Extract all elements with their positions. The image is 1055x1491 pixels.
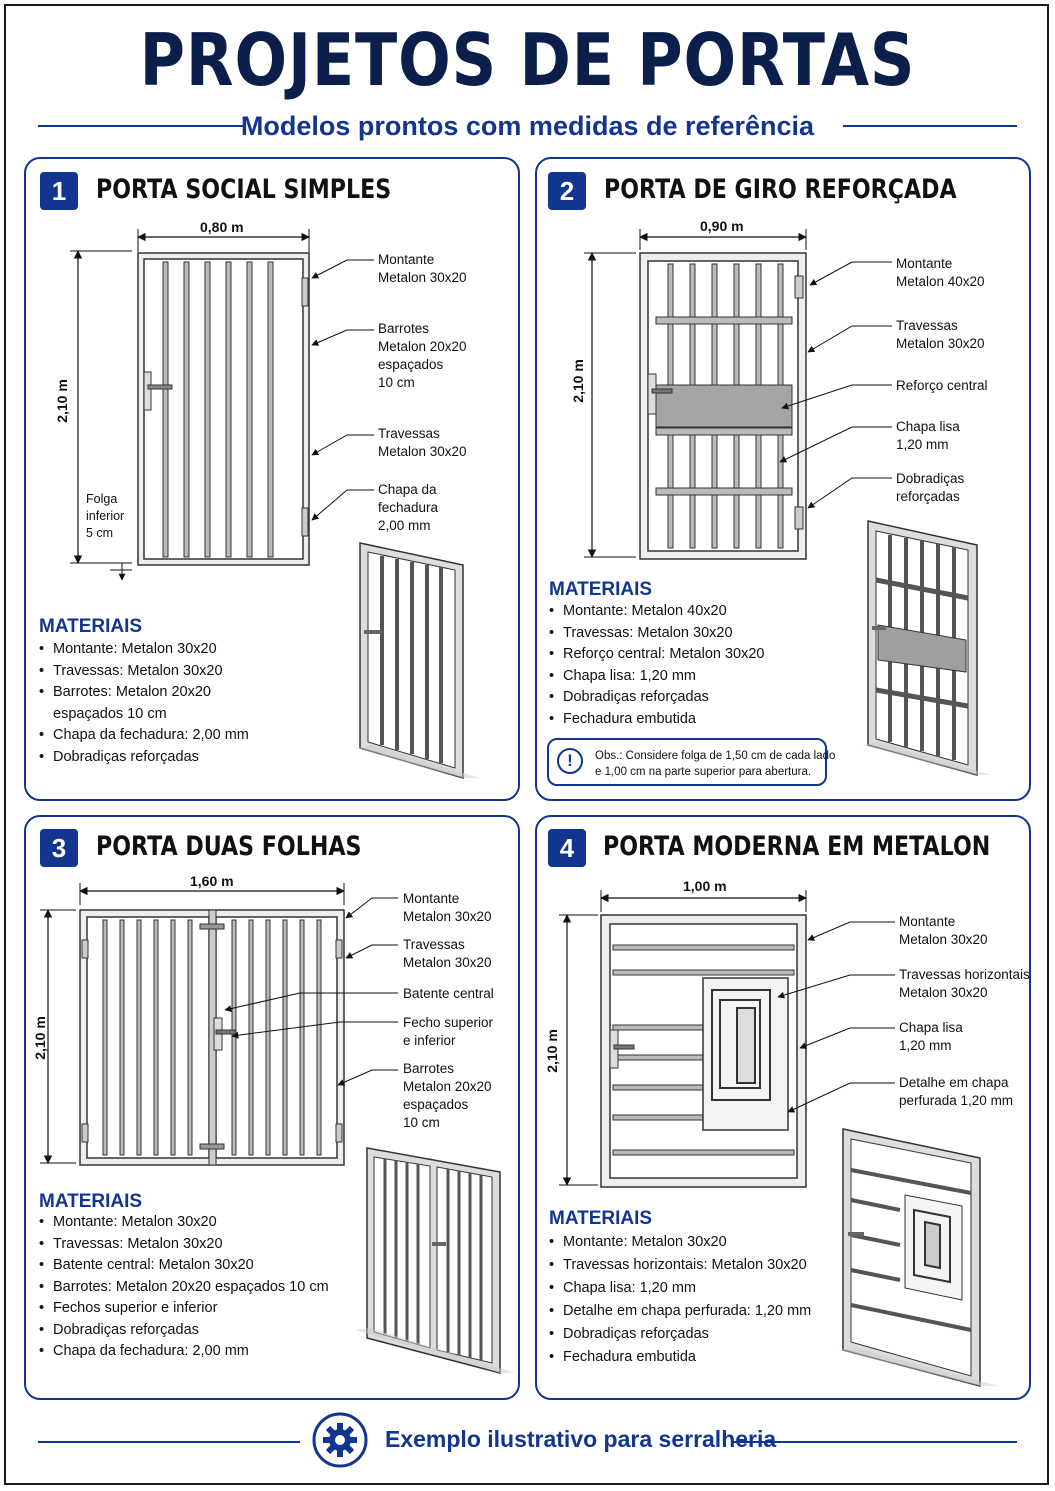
panel-1-number: 1 <box>40 172 78 210</box>
panel-4-callout-detalhe: Detalhe em chapa perfurada 1,20 mm <box>899 1075 1014 1108</box>
panel-3-height-label: 2,10 m <box>31 1016 48 1060</box>
panel-1-title: PORTA SOCIAL SIMPLES <box>96 174 392 205</box>
material-item: Travessas: Metalon 30x20 <box>549 623 765 645</box>
material-item: Dobradiças reforçadas <box>549 1323 811 1346</box>
panel-2-number: 2 <box>548 172 586 210</box>
panel-2-note-box: ! Obs.: Considere folga de 1,50 cm de ca… <box>547 738 835 786</box>
material-item: Chapa lisa: 1,20 mm <box>549 1277 811 1300</box>
panel-3-callout-travessas: Travessas Metalon 30x20 <box>403 937 492 970</box>
panel-1-gap-label: Folga inferior 5 cm <box>86 492 125 540</box>
panel-2-note-text: Obs.: Considere folga de 1,50 cm de cada… <box>595 750 836 778</box>
material-item: Batente central: Metalon 30x20 <box>39 1255 329 1277</box>
panel-4-number: 4 <box>548 829 586 867</box>
material-item: Fechadura embutida <box>549 709 765 731</box>
panel-4-callout-montante: Montante Metalon 30x20 <box>899 914 988 947</box>
material-item-continuation: espaçados 10 cm <box>53 705 167 722</box>
material-item: Dobradiças reforçadas <box>549 687 765 709</box>
panel-2-callout-reforco: Reforço central <box>896 378 988 393</box>
material-item: Travessas: Metalon 30x20 <box>39 661 249 683</box>
panel-3-door-drawing <box>40 883 515 1374</box>
subtitle-rule-right <box>843 125 1017 127</box>
material-item: Barrotes: Metalon 20x20 <box>39 682 249 704</box>
subtitle-rule-left <box>38 125 243 127</box>
panel-4-title: PORTA MODERNA EM METALON <box>603 831 991 862</box>
panel-4-height-label: 2,10 m <box>543 1029 560 1073</box>
footer-text: Exemplo ilustrativo para serralheria <box>385 1426 777 1452</box>
panel-4-materials-title: MATERIAIS <box>549 1208 653 1229</box>
panel-1-materials-title: MATERIAIS <box>39 616 143 637</box>
panel-3-callout-batente: Batente central <box>403 986 494 1001</box>
panel-2-callout-montante: Montante Metalon 40x20 <box>896 256 985 289</box>
panel-2-title: PORTA DE GIRO REFORÇADA <box>604 174 957 205</box>
panel-3-callout-barrotes: Barrotes Metalon 20x20 espaçados 10 cm <box>403 1061 492 1130</box>
panel-2-materials-list: Montante: Metalon 40x20 Travessas: Metal… <box>549 601 765 730</box>
footer-rule-left <box>38 1441 300 1443</box>
panel-1-callout-montante: Montante Metalon 30x20 <box>378 252 467 285</box>
panel-2-callout-chapa: Chapa lisa 1,20 mm <box>896 419 960 452</box>
material-item: Barrotes: Metalon 20x20 espaçados 10 cm <box>39 1277 329 1299</box>
material-item: Dobradiças reforçadas <box>39 747 249 769</box>
material-item: Travessas horizontais: Metalon 30x20 <box>549 1254 811 1277</box>
panel-3-callout-montante: Montante Metalon 30x20 <box>403 891 492 924</box>
gear-icon <box>312 1412 368 1468</box>
panel-1-door-drawing <box>70 229 480 779</box>
panel-1-callout-chapa: Chapa da fechadura 2,00 mm <box>378 482 439 533</box>
material-item: Chapa lisa: 1,20 mm <box>549 666 765 688</box>
panel-4-callout-travessas: Travessas horizontais Metalon 30x20 <box>899 967 1030 1000</box>
material-item: Fechos superior e inferior <box>39 1298 329 1320</box>
panel-3-number: 3 <box>40 829 78 867</box>
panel-3-callout-fecho: Fecho superior e inferior <box>403 1015 494 1048</box>
footer-rule-right <box>732 1441 1017 1443</box>
page-border <box>4 4 1049 1485</box>
panel-2-door-drawing <box>584 229 990 776</box>
material-item: Fechadura embutida <box>549 1346 811 1369</box>
material-item: Montante: Metalon 40x20 <box>549 601 765 623</box>
panel-1-width-label: 0,80 m <box>200 219 244 235</box>
page-title: PROJETOS DE PORTAS <box>139 18 916 102</box>
material-item: Chapa da fechadura: 2,00 mm <box>39 1341 329 1363</box>
material-item: Reforço central: Metalon 30x20 <box>549 644 765 666</box>
warning-icon: ! <box>557 748 583 774</box>
panel-3-width-label: 1,60 m <box>190 873 234 889</box>
material-item: Travessas: Metalon 30x20 <box>39 1234 329 1256</box>
panel-4-callout-chapa: Chapa lisa 1,20 mm <box>899 1020 963 1053</box>
panel-2-height-label: 2,10 m <box>569 359 586 403</box>
panel-3-materials-title: MATERIAIS <box>39 1191 143 1212</box>
panel-2-callout-travessas: Travessas Metalon 30x20 <box>896 318 985 351</box>
panel-4-door-drawing <box>559 890 998 1387</box>
material-item: Detalhe em chapa perfurada: 1,20 mm <box>549 1300 811 1323</box>
panel-3-materials-list: Montante: Metalon 30x20 Travessas: Metal… <box>39 1212 329 1363</box>
panel-2-callout-dobradicas: Dobradiças reforçadas <box>896 471 965 504</box>
material-item: Chapa da fechadura: 2,00 mm <box>39 725 249 747</box>
material-item: Montante: Metalon 30x20 <box>39 1212 329 1234</box>
panel-1-callout-barrotes: Barrotes Metalon 20x20 espaçados 10 cm <box>378 321 467 390</box>
material-item: Montante: Metalon 30x20 <box>39 639 249 661</box>
panel-1-materials-list: Montante: Metalon 30x20 Travessas: Metal… <box>39 639 249 768</box>
panel-2-materials-title: MATERIAIS <box>549 579 653 600</box>
material-item: Dobradiças reforçadas <box>39 1320 329 1342</box>
panel-2-width-label: 0,90 m <box>700 218 744 234</box>
material-item: Montante: Metalon 30x20 <box>549 1231 811 1254</box>
panel-3-title: PORTA DUAS FOLHAS <box>96 831 362 862</box>
page-subtitle: Modelos prontos com medidas de referênci… <box>240 111 815 141</box>
panel-1-height-label: 2,10 m <box>53 379 70 423</box>
panel-1-callout-travessas: Travessas Metalon 30x20 <box>378 426 467 459</box>
panel-4-materials-list: Montante: Metalon 30x20 Travessas horizo… <box>549 1231 811 1369</box>
panel-4-width-label: 1,00 m <box>683 878 727 894</box>
